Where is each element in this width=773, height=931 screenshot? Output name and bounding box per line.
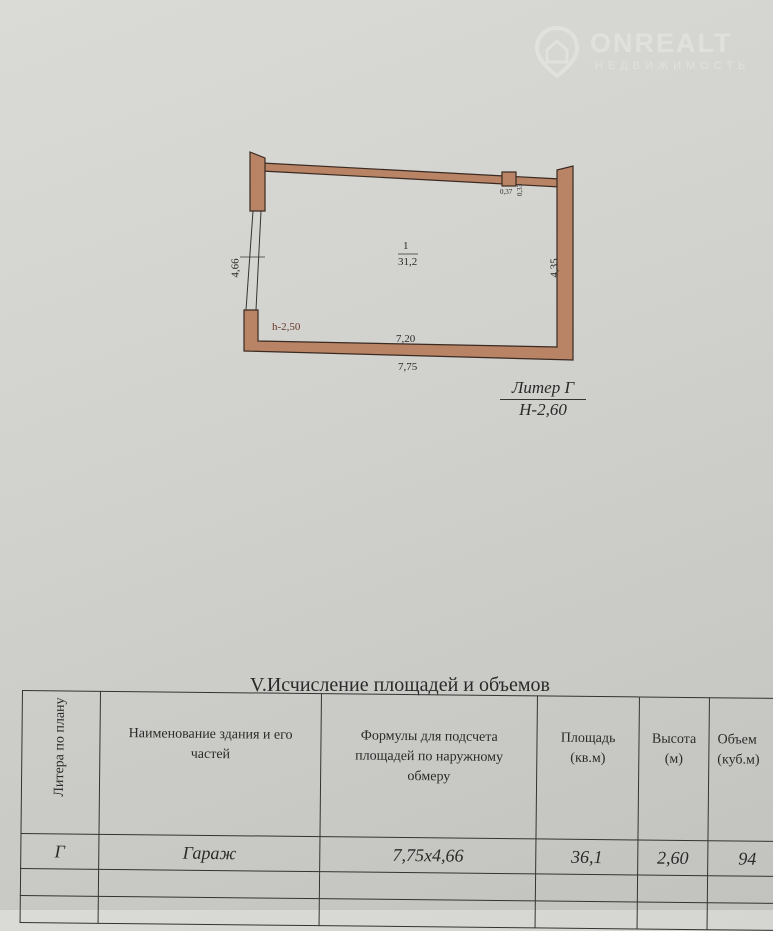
column <box>501 171 517 187</box>
left-wall-upper <box>249 151 266 212</box>
watermark-brand: ONREALT <box>590 28 733 58</box>
col-volume: Объем (куб.м) <box>707 697 773 842</box>
col-liter: Литера по плану <box>20 690 101 835</box>
cell-area: 36,1 <box>535 838 639 875</box>
dim-inner-bottom: 7,20 <box>396 333 416 345</box>
cell-height: 2,60 <box>637 839 708 876</box>
watermark-tagline: НЕДВИЖИМОСТЬ <box>595 60 751 72</box>
room-number: 1 <box>403 240 409 252</box>
room-area: 31,2 <box>398 256 418 268</box>
dim-outer-bottom: 7,75 <box>398 361 418 373</box>
col-area: Площадь (кв.м) <box>536 695 640 840</box>
col-formula: Формулы для подсчета площадей по наружно… <box>320 693 538 839</box>
column-depth: 0,33 <box>516 183 525 197</box>
col-name: Наименование здания и его частей <box>98 691 322 837</box>
dim-left: 4,66 <box>229 258 242 278</box>
dim-right: 4,35 <box>548 258 561 278</box>
liter-label: Литер Г Н-2,60 <box>500 378 586 420</box>
pin-house-icon <box>534 25 580 79</box>
cell-formula: 7,75х4,66 <box>320 836 537 874</box>
watermark: ONREALT НЕДВИЖИМОСТЬ <box>534 25 745 83</box>
liter-name: Литер Г <box>500 378 586 400</box>
cell-name: Гараж <box>98 834 321 872</box>
section-title: V.Исчисление площадей и объемов <box>250 674 550 696</box>
liter-height: Н-2,60 <box>519 400 567 419</box>
areas-table: Литера по плану Наименование здания и ег… <box>20 690 773 931</box>
column-width: 0,37 <box>500 188 513 196</box>
cell-liter: Г <box>20 833 99 870</box>
col-height: Высота (м) <box>638 696 710 841</box>
inner-height: h-2,50 <box>272 321 301 333</box>
cell-volume: 94 <box>707 840 773 877</box>
floor-plan <box>240 151 574 361</box>
table-header: Литера по плану Наименование здания и ег… <box>20 690 773 842</box>
left-wall-lower <box>243 165 574 361</box>
